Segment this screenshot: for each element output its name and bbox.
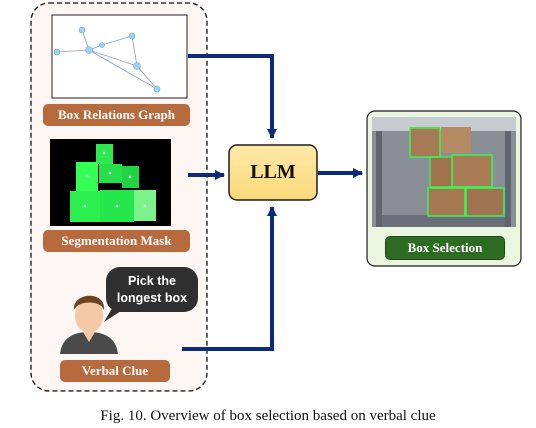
segmentation-mask-image: [50, 139, 171, 226]
llm-box: [228, 144, 318, 201]
segmentation-mask-label: Segmentation Mask: [43, 230, 190, 252]
box-selection-photo: [372, 117, 516, 227]
verbal-clue-label: Verbal Clue: [60, 360, 170, 382]
arrow-verbal-to-llm: [182, 206, 277, 351]
llm-label: LLM: [250, 161, 296, 183]
box-selection-label: Box Selection: [385, 236, 505, 260]
arrow-graph-to-llm: [188, 54, 277, 139]
speech-line-1: Pick the: [128, 274, 176, 288]
box-relations-graph-image: [51, 14, 188, 99]
speech-bubble: [104, 267, 198, 322]
figure-caption: Fig. 10. Overview of box selection based…: [100, 408, 436, 424]
speech-line-2: longest box: [117, 291, 187, 305]
person-icon: [60, 295, 118, 354]
box-relations-graph-label: Box Relations Graph: [43, 104, 190, 126]
